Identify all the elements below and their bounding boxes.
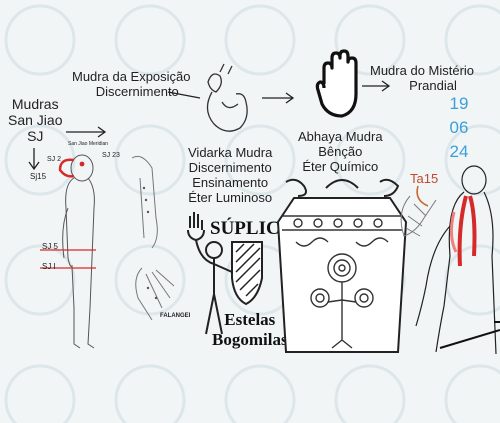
abhaya-line1: Abhaya Mudra bbox=[298, 129, 383, 144]
vidarka-line2: Discernimento bbox=[188, 159, 272, 175]
vidarka-label: Vidarka Mudra Discernimento Ensinamento … bbox=[188, 145, 273, 206]
arrow-to-misterio bbox=[362, 80, 391, 92]
abhaya-line2: Bênção bbox=[318, 143, 363, 159]
arm-meridian-sketch bbox=[131, 155, 175, 321]
date-month: 06 bbox=[449, 118, 469, 137]
abhaya-hand-icon bbox=[315, 49, 358, 118]
abhaya-line3: Éter Químico bbox=[302, 158, 379, 174]
sj5-label: SJ 5 bbox=[42, 242, 59, 251]
ta15-label: Ta15 bbox=[410, 171, 439, 186]
mudra-misterio-label: Mudra do Mistério Prandial bbox=[370, 63, 475, 94]
stele-drawing bbox=[276, 178, 408, 353]
falangei-label: FALANGEI bbox=[160, 313, 191, 319]
vidarka-line1: Vidarka Mudra bbox=[188, 145, 273, 160]
date-stamp: 19 06 24 bbox=[447, 92, 471, 164]
body-figure bbox=[58, 154, 95, 349]
vidarka-line3: Ensinamento bbox=[192, 174, 269, 190]
arrow-right-1 bbox=[262, 92, 295, 104]
exposicao-hand-icon bbox=[206, 63, 248, 132]
mudra-exposicao-label: Mudra da Exposição Discernimento bbox=[72, 69, 191, 100]
sj2-label: SJ 2 bbox=[47, 156, 62, 163]
mudra-exposicao-line2: Discernimento bbox=[95, 83, 179, 99]
abhaya-label: Abhaya Mudra Bênção Éter Químico bbox=[298, 129, 383, 175]
arrow-right-sj bbox=[66, 126, 107, 138]
mudra-misterio-line1: Mudra do Mistério bbox=[370, 63, 475, 78]
date-year: 24 bbox=[449, 142, 469, 161]
mudras-san-jiao-line3: SJ bbox=[27, 128, 44, 145]
sj23-label: SJ 23 bbox=[102, 152, 120, 159]
suplica-figure bbox=[187, 212, 263, 335]
estelas-label: Estelas Bogomilas bbox=[212, 310, 288, 349]
mudra-exposicao-line1: Mudra da Exposição bbox=[72, 69, 191, 84]
sj1-label: SJ I bbox=[42, 262, 56, 271]
mudras-san-jiao-line2: San Jiao bbox=[8, 112, 63, 129]
mudras-san-jiao-label: Mudras San Jiao SJ bbox=[8, 96, 62, 144]
san-jiao-meridian-label: San Jiao Meridian bbox=[68, 141, 109, 147]
sj15-label: Sj15 bbox=[30, 172, 47, 181]
estelas-line2: Bogomilas bbox=[212, 329, 288, 349]
anatomy-figure bbox=[400, 165, 500, 355]
frame-corner bbox=[439, 329, 500, 349]
suplica-label: SÚPLICA bbox=[210, 218, 294, 239]
arrow-down-sj bbox=[28, 148, 40, 171]
mudras-san-jiao-line1: Mudras bbox=[11, 96, 59, 112]
mudra-misterio-line2: Prandial bbox=[409, 77, 457, 93]
estelas-line1: Estelas bbox=[224, 310, 276, 329]
date-day: 19 bbox=[449, 94, 469, 113]
vidarka-line4: Éter Luminoso bbox=[188, 189, 273, 205]
